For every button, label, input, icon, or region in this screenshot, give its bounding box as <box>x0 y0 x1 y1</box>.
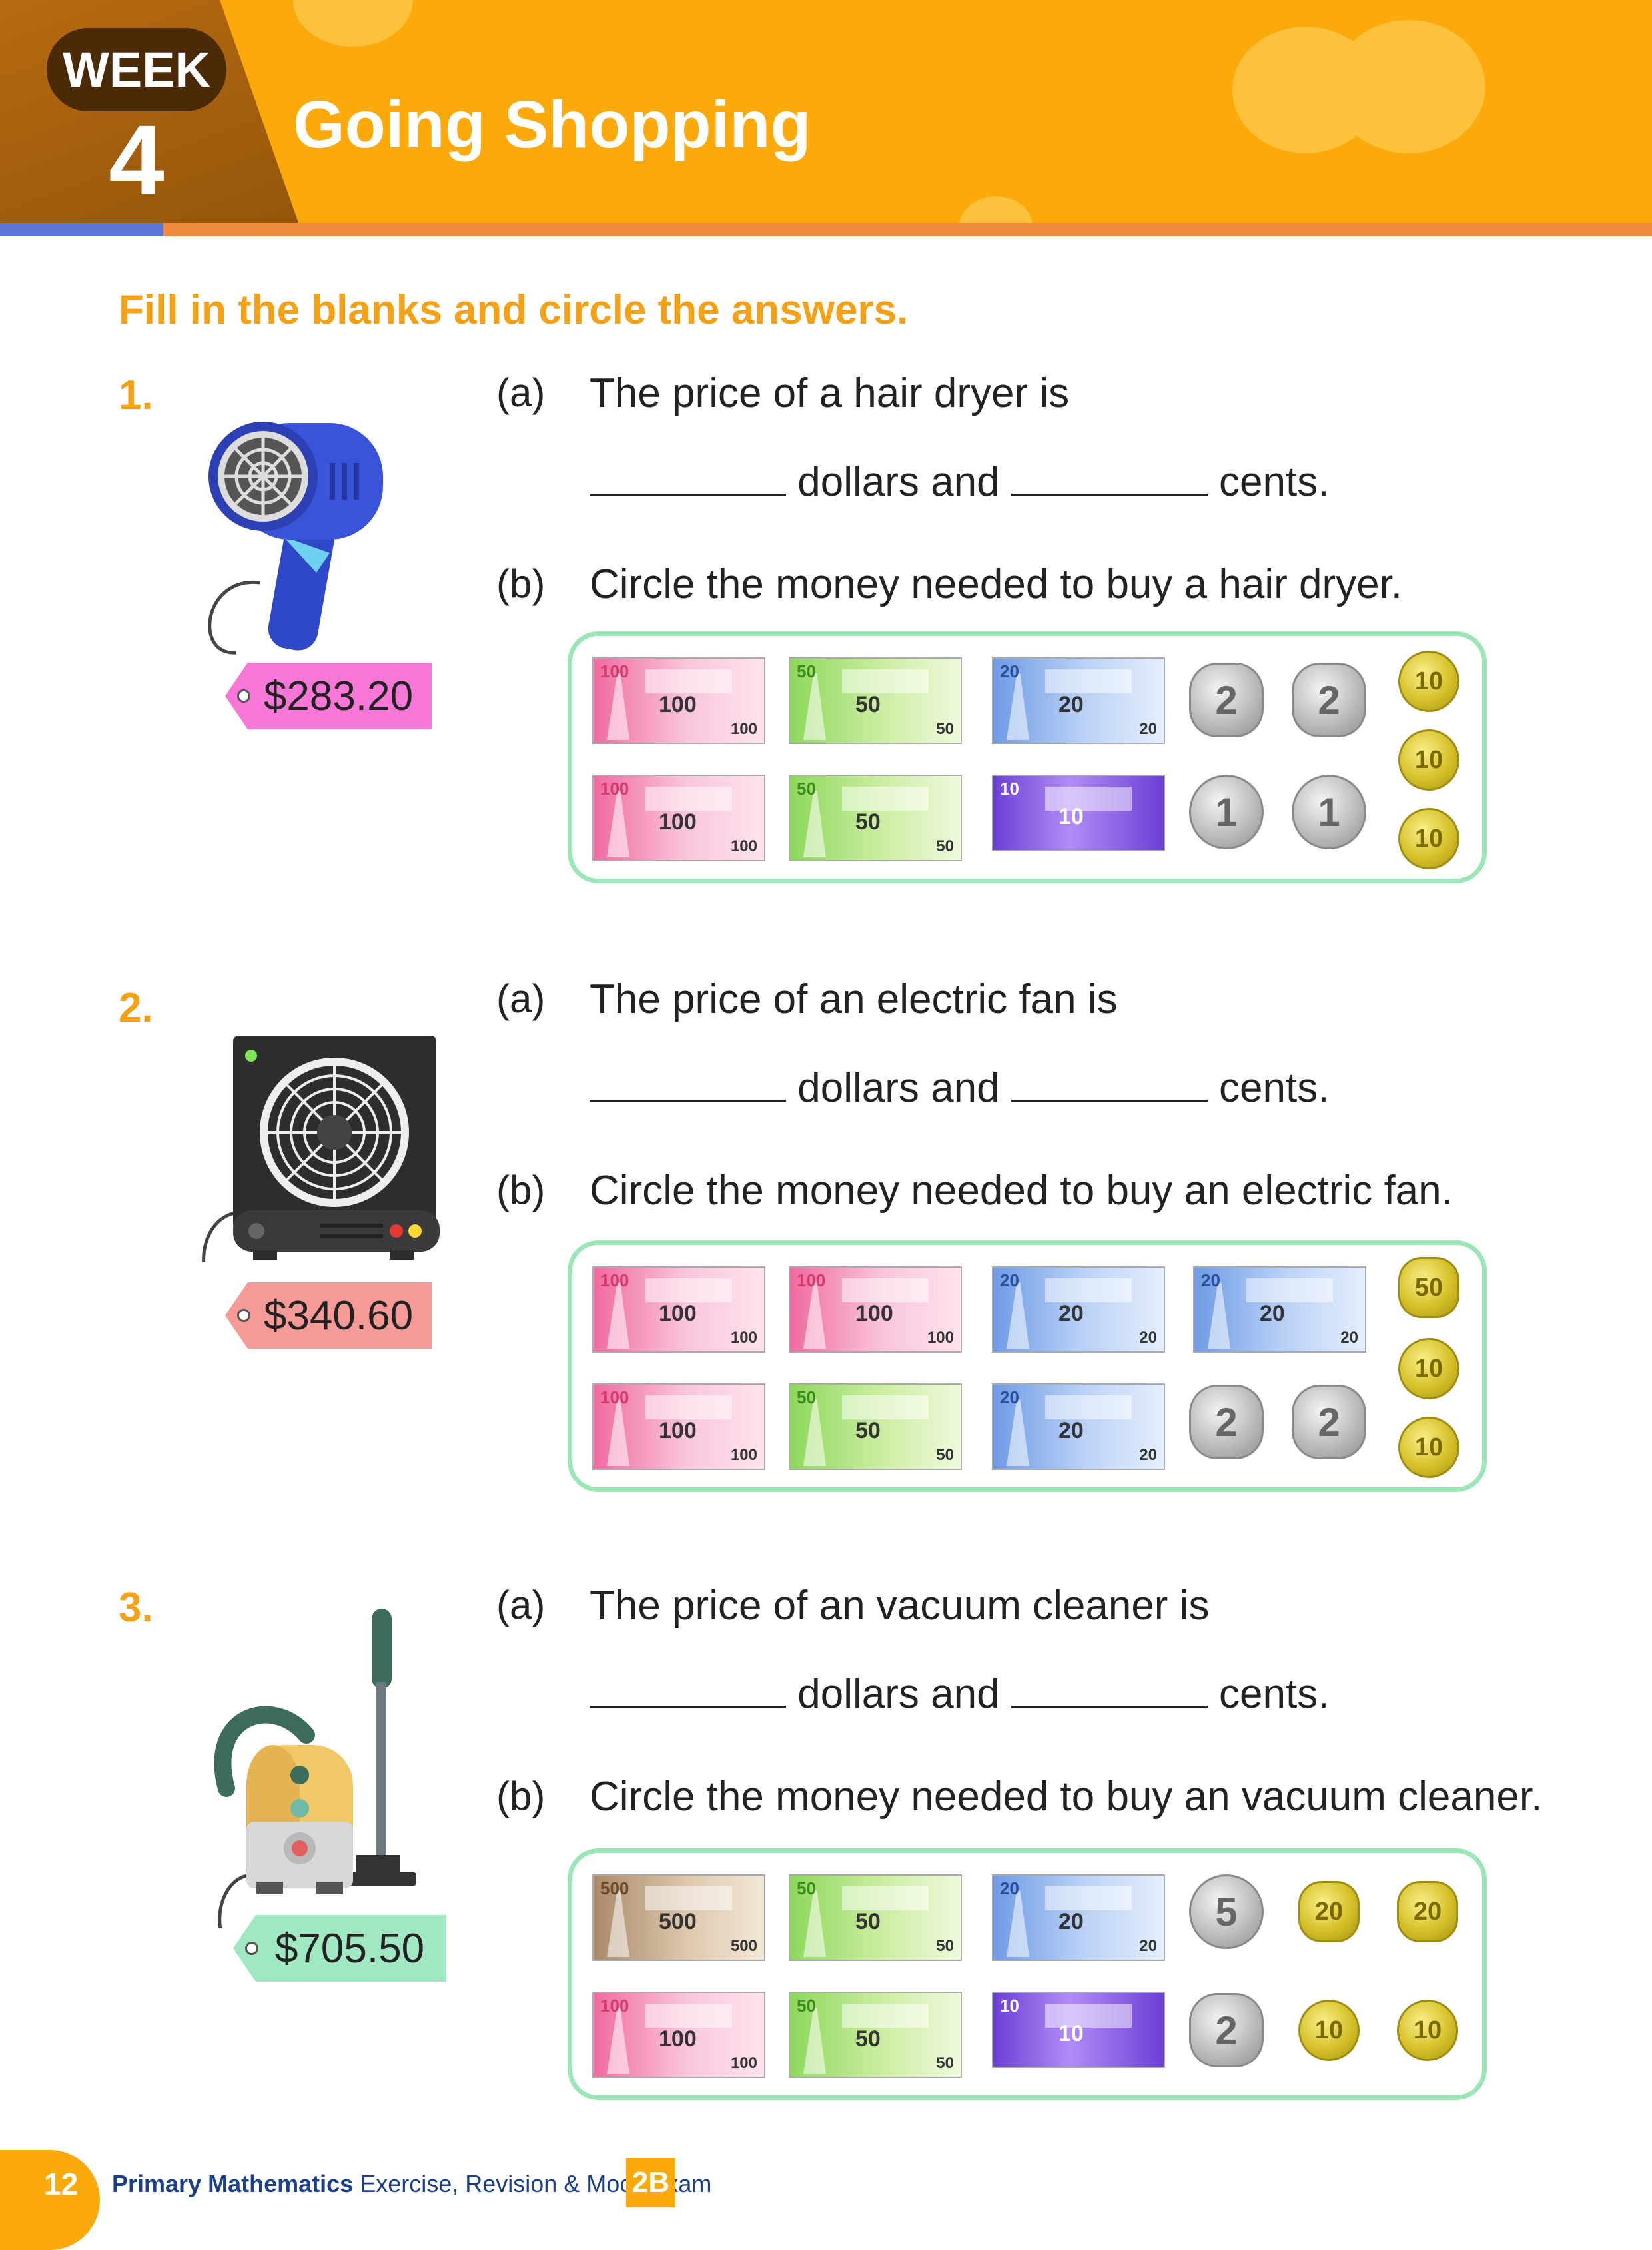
dollars-blank[interactable] <box>590 456 786 496</box>
price-tag: $340.60 <box>225 1282 432 1349</box>
coin[interactable]: 5 <box>1189 1874 1264 1949</box>
coin[interactable]: 1 <box>1292 775 1366 849</box>
coin[interactable]: 2 <box>1292 1385 1366 1459</box>
instruction-text: Fill in the blanks and circle the answer… <box>119 287 909 333</box>
question-number: 3. <box>119 1585 153 1631</box>
price-tag-hole <box>237 689 250 703</box>
part-b-label: (b) <box>496 1774 546 1818</box>
blank-connector: dollars and <box>797 459 1000 505</box>
coin[interactable]: 10 <box>1397 2000 1458 2061</box>
answer-line: dollars and cents. <box>590 456 1329 506</box>
grade-badge: 2B <box>626 2158 675 2207</box>
header-decoration <box>293 0 413 47</box>
coin[interactable]: 2 <box>1189 663 1264 737</box>
part-a-text: The price of an vacuum cleaner is <box>590 1583 1210 1629</box>
dollars-blank[interactable] <box>590 1669 786 1708</box>
part-a-label: (a) <box>496 976 546 1021</box>
coin[interactable]: 50 <box>1398 1257 1459 1318</box>
part-b-text: Circle the money needed to buy an electr… <box>590 1168 1453 1214</box>
price-tag-hole <box>245 1942 258 1955</box>
hair-dryer-icon <box>208 422 383 655</box>
coin[interactable]: 10 <box>1398 651 1459 712</box>
part-a-label: (a) <box>496 1583 546 1627</box>
cents-blank[interactable] <box>1011 1669 1208 1708</box>
coin[interactable]: 20 <box>1397 1881 1458 1942</box>
electric-fan-icon <box>202 1036 440 1262</box>
footer-book-info: Primary Mathematics Exercise, Revision &… <box>112 2170 711 2198</box>
header-decoration <box>959 196 1032 226</box>
page-header: WEEK 4 Going Shopping <box>0 0 1652 226</box>
answer-line: dollars and cents. <box>590 1062 1329 1112</box>
vacuum-cleaner-icon <box>214 1609 416 1928</box>
coin[interactable]: 10 <box>1298 2000 1360 2061</box>
coin[interactable]: 10 <box>1398 1417 1459 1478</box>
price-tag: $705.50 <box>233 1915 446 1982</box>
question-number: 2. <box>119 985 153 1031</box>
price-tag-hole <box>237 1309 250 1322</box>
cents-blank[interactable] <box>1011 1062 1208 1102</box>
part-b-label: (b) <box>496 562 546 606</box>
coin[interactable]: 2 <box>1292 663 1366 737</box>
dollars-blank[interactable] <box>590 1062 786 1102</box>
coin[interactable]: 2 <box>1189 1385 1264 1459</box>
part-b-text: Circle the money needed to buy a hair dr… <box>590 562 1403 607</box>
answer-line: dollars and cents. <box>590 1669 1329 1718</box>
blank-suffix: cents. <box>1219 459 1330 505</box>
blank-connector: dollars and <box>797 1065 1000 1111</box>
book-title: Primary Mathematics <box>112 2170 354 2197</box>
footer-page-tab <box>0 2150 100 2250</box>
price-tag-value: $705.50 <box>274 1925 425 1972</box>
coin[interactable]: 10 <box>1398 729 1459 791</box>
part-a-text: The price of a hair dryer is <box>590 370 1070 416</box>
price-tag-value: $283.20 <box>263 673 414 719</box>
coin[interactable]: 2 <box>1189 1993 1264 2067</box>
part-a-text: The price of an electric fan is <box>590 976 1118 1022</box>
header-divider <box>0 223 1652 236</box>
part-a-label: (a) <box>496 370 546 415</box>
page-number: 12 <box>44 2167 79 2201</box>
header-decoration <box>1332 20 1485 153</box>
week-number: 4 <box>109 104 165 216</box>
cents-blank[interactable] <box>1011 456 1208 496</box>
part-b-label: (b) <box>496 1168 546 1212</box>
part-b-text: Circle the money needed to buy an vacuum… <box>590 1774 1543 1820</box>
price-tag: $283.20 <box>225 663 432 729</box>
header-divider-accent <box>0 223 163 236</box>
coin[interactable]: 20 <box>1298 1881 1360 1942</box>
page-title: Going Shopping <box>293 87 811 162</box>
coin[interactable]: 1 <box>1189 775 1264 849</box>
blank-connector: dollars and <box>797 1671 1000 1717</box>
coin[interactable]: 10 <box>1398 1338 1459 1399</box>
price-tag-value: $340.60 <box>263 1292 414 1339</box>
coin[interactable]: 10 <box>1398 808 1459 869</box>
blank-suffix: cents. <box>1219 1065 1330 1111</box>
week-label: WEEK <box>47 28 226 111</box>
question-number: 1. <box>119 372 153 418</box>
blank-suffix: cents. <box>1219 1671 1330 1717</box>
